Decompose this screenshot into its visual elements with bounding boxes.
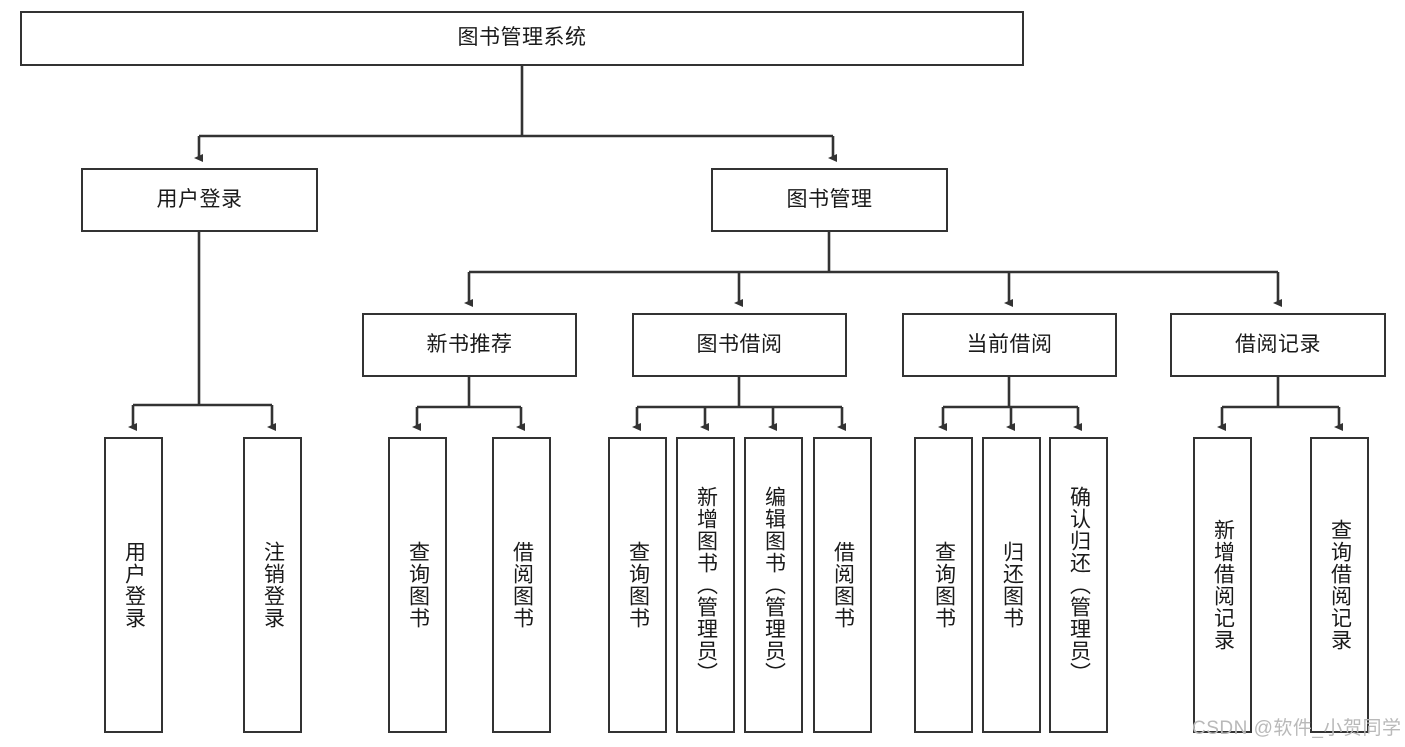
- leaf-record-query-record[interactable]: 查询借阅记录: [1310, 437, 1369, 733]
- node-new-book-recommend[interactable]: 新书推荐: [362, 313, 577, 377]
- node-current-borrow[interactable]: 当前借阅: [902, 313, 1117, 377]
- leaf-borrow-add-book-label: 新增图书（管理员）: [694, 486, 718, 684]
- leaf-record-query-record-label: 查询借阅记录: [1328, 519, 1352, 651]
- leaf-recommend-query-book[interactable]: 查询图书: [388, 437, 447, 733]
- node-book-management-label: 图书管理: [786, 187, 873, 211]
- node-book-management[interactable]: 图书管理: [711, 168, 948, 232]
- leaf-current-return-book[interactable]: 归还图书: [982, 437, 1041, 733]
- leaf-current-query-book[interactable]: 查询图书: [914, 437, 973, 733]
- node-book-borrow-label: 图书借阅: [696, 332, 783, 356]
- watermark-text: CSDN @软件_小贺同学: [1192, 718, 1402, 739]
- node-book-borrow[interactable]: 图书借阅: [632, 313, 847, 377]
- node-borrow-record[interactable]: 借阅记录: [1170, 313, 1386, 377]
- leaf-recommend-query-book-label: 查询图书: [406, 541, 430, 629]
- leaf-borrow-borrow-book[interactable]: 借阅图书: [813, 437, 872, 733]
- node-new-book-recommend-label: 新书推荐: [426, 332, 513, 356]
- node-user-login-label: 用户登录: [156, 187, 243, 211]
- node-root[interactable]: 图书管理系统: [20, 11, 1024, 66]
- leaf-borrow-borrow-book-label: 借阅图书: [831, 541, 855, 629]
- leaf-borrow-add-book[interactable]: 新增图书（管理员）: [676, 437, 735, 733]
- leaf-user-login-login-label: 用户登录: [122, 541, 146, 629]
- leaf-borrow-query-book-label: 查询图书: [626, 541, 650, 629]
- leaf-recommend-borrow-book[interactable]: 借阅图书: [492, 437, 551, 733]
- leaf-recommend-borrow-book-label: 借阅图书: [510, 541, 534, 629]
- leaf-user-login-login[interactable]: 用户登录: [104, 437, 163, 733]
- leaf-user-login-logout[interactable]: 注销登录: [243, 437, 302, 733]
- leaf-borrow-edit-book-label: 编辑图书（管理员）: [762, 486, 786, 684]
- node-user-login[interactable]: 用户登录: [81, 168, 318, 232]
- node-root-label: 图书管理系统: [457, 26, 587, 50]
- node-current-borrow-label: 当前借阅: [966, 332, 1053, 356]
- leaf-current-confirm-return-label: 确认归还（管理员）: [1067, 486, 1091, 684]
- leaf-borrow-query-book[interactable]: 查询图书: [608, 437, 667, 733]
- node-borrow-record-label: 借阅记录: [1235, 332, 1321, 356]
- leaf-current-confirm-return[interactable]: 确认归还（管理员）: [1049, 437, 1108, 733]
- leaf-user-login-logout-label: 注销登录: [261, 541, 285, 629]
- leaf-current-query-book-label: 查询图书: [932, 541, 956, 629]
- leaf-record-add-record-label: 新增借阅记录: [1211, 519, 1235, 651]
- leaf-record-add-record[interactable]: 新增借阅记录: [1193, 437, 1252, 733]
- leaf-current-return-book-label: 归还图书: [1000, 541, 1024, 629]
- leaf-borrow-edit-book[interactable]: 编辑图书（管理员）: [744, 437, 803, 733]
